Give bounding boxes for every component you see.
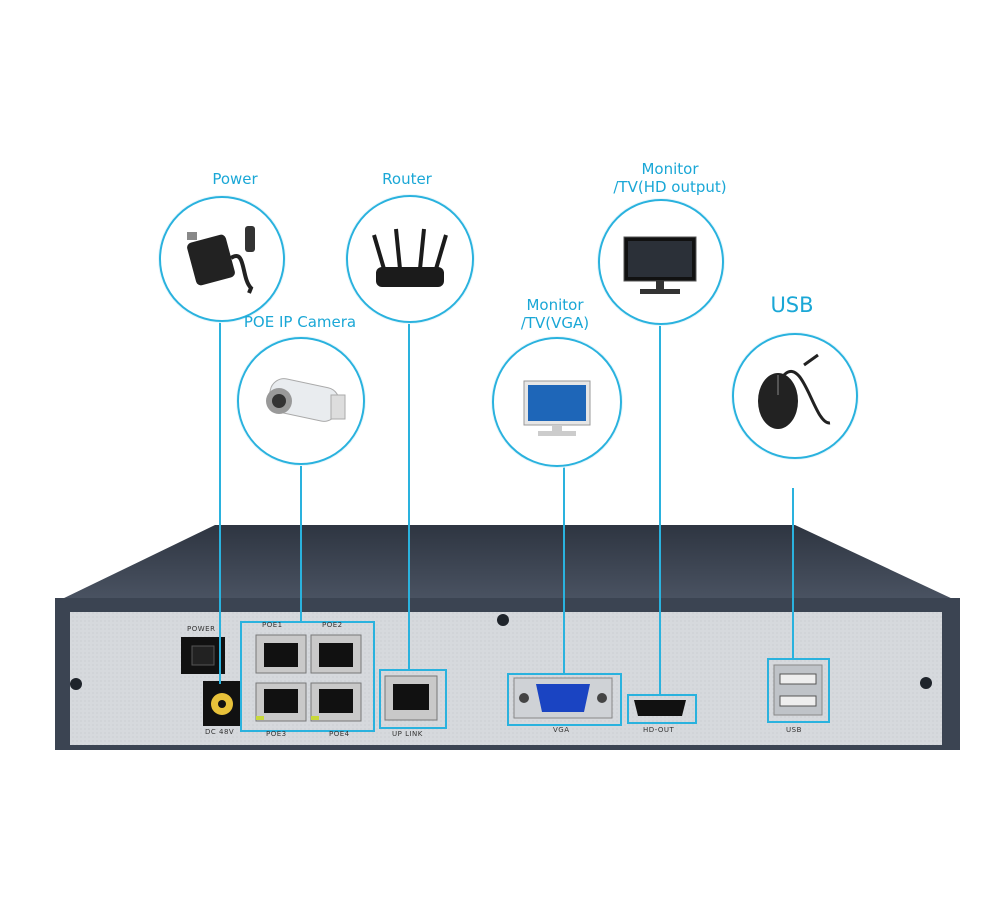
- usb-ports: [773, 664, 823, 716]
- dc-text: DC 48V: [205, 728, 235, 736]
- poe-highlight: [240, 621, 375, 732]
- hdmi-port: [634, 700, 686, 716]
- router-line: [408, 322, 410, 669]
- hd-highlight: [627, 694, 697, 724]
- uplink-highlight: [379, 669, 447, 729]
- chassis-top: [60, 525, 955, 600]
- vga-highlight: [507, 673, 622, 726]
- label-router: Router: [382, 170, 432, 188]
- power-line: [219, 322, 221, 684]
- usb-highlight: [767, 658, 830, 723]
- router-icon: [372, 228, 448, 287]
- power-adapter-icon: [187, 226, 255, 294]
- uplink-text: UP LINK: [392, 730, 423, 738]
- label-power: Power: [212, 170, 258, 188]
- hd-line: [659, 322, 661, 694]
- label-monitor-vga: Monitor /TV(VGA): [520, 296, 590, 332]
- mouse-icon: [758, 353, 831, 429]
- label-monitor-hd: Monitor /TV(HD output): [613, 160, 727, 196]
- poe1-text: POE1: [262, 621, 283, 629]
- router-circle: [346, 195, 474, 323]
- vga-line: [563, 466, 565, 673]
- screw: [920, 677, 932, 689]
- screw: [70, 678, 82, 690]
- label-usb: USB: [770, 293, 814, 317]
- usb-text: USB: [786, 726, 802, 734]
- power-text: POWER: [187, 625, 216, 633]
- monitor-icon: [523, 380, 591, 436]
- poe4-text: POE4: [329, 730, 350, 738]
- poe3-text: POE3: [266, 730, 287, 738]
- usb-circle: [732, 333, 858, 459]
- vga-text: VGA: [553, 726, 570, 734]
- monitor-vga-circle: [492, 337, 622, 467]
- camera-line: [300, 463, 302, 621]
- monitor-hd-circle: [598, 199, 724, 325]
- hdout-text: HD-OUT: [643, 726, 675, 734]
- poe-ports: [255, 634, 362, 722]
- usb-line: [792, 488, 794, 658]
- monitor-icon: [623, 236, 697, 294]
- label-poe-camera: POE IP Camera: [243, 313, 357, 331]
- camera-circle: [237, 337, 365, 465]
- power-circle: [159, 196, 285, 322]
- camera-icon: [266, 378, 346, 422]
- poe2-text: POE2: [322, 621, 343, 629]
- screw: [497, 614, 509, 626]
